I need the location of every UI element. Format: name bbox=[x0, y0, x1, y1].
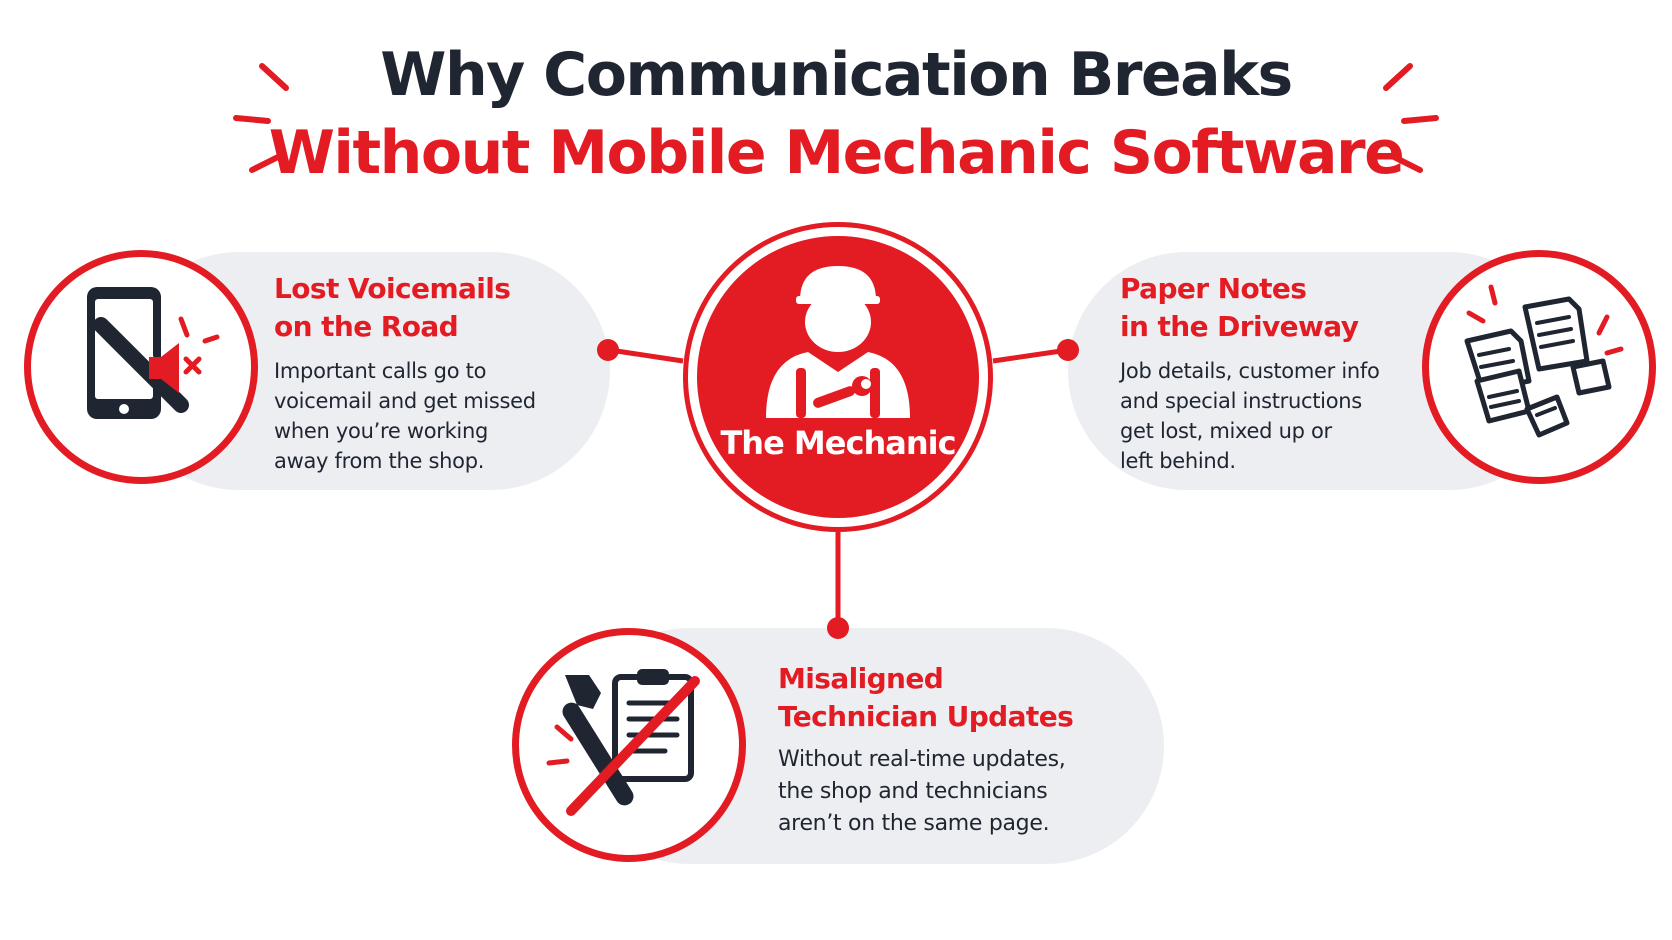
card-right-body-line-4: left behind. bbox=[1120, 449, 1236, 473]
muted-phone-icon bbox=[87, 287, 220, 419]
card-bottom-body-line-3: aren’t on the same page. bbox=[778, 811, 1050, 836]
card-right-heading-line-1: Paper Notes bbox=[1120, 272, 1307, 305]
card-right-body-line-3: get lost, mixed up or bbox=[1120, 419, 1332, 443]
card-right-heading: Paper Notes in the Driveway bbox=[1120, 270, 1359, 346]
burst-mark-left-top bbox=[259, 63, 289, 91]
card-left-body-line-2: voicemail and get missed bbox=[274, 389, 536, 413]
icon-circle-left bbox=[24, 250, 258, 484]
card-bottom-heading: Misaligned Technician Updates bbox=[778, 660, 1074, 736]
card-right-body-line-2: and special instructions bbox=[1120, 389, 1362, 413]
paper-notes-icon bbox=[1464, 284, 1624, 438]
card-left-heading-line-1: Lost Voicemails bbox=[274, 272, 511, 305]
card-left-heading-line-2: on the Road bbox=[274, 310, 459, 343]
card-bottom-heading-line-1: Misaligned bbox=[778, 662, 944, 695]
burst-mark-right-mid bbox=[1401, 115, 1439, 124]
card-left-heading: Lost Voicemails on the Road bbox=[274, 270, 511, 346]
card-bottom-body-line-2: the shop and technicians bbox=[778, 779, 1048, 804]
wrench-clipboard-crossed-icon bbox=[546, 669, 700, 816]
card-bottom-body: Without real-time updates, the shop and … bbox=[778, 744, 1066, 840]
connector-dot-right bbox=[1057, 339, 1079, 361]
card-left-body-line-3: when you’re working bbox=[274, 419, 489, 443]
hub-label: The Mechanic bbox=[720, 424, 956, 462]
card-bottom-body-line-1: Without real-time updates, bbox=[778, 747, 1066, 772]
burst-mark-right-top bbox=[1383, 63, 1413, 91]
connector-right bbox=[992, 347, 1069, 364]
card-right-heading-line-2: in the Driveway bbox=[1120, 310, 1359, 343]
connector-left bbox=[609, 347, 684, 364]
connector-dot-left bbox=[597, 339, 619, 361]
burst-mark-left-bottom bbox=[249, 153, 283, 173]
title-line-1: Why Communication Breaks bbox=[380, 40, 1293, 110]
title-line-2: Without Mobile Mechanic Software bbox=[268, 118, 1405, 188]
card-left-body: Important calls go to voicemail and get … bbox=[274, 356, 536, 476]
card-left-body-line-4: away from the shop. bbox=[274, 449, 485, 473]
connector-dot-bottom bbox=[827, 617, 849, 639]
burst-mark-right-bottom bbox=[1389, 153, 1423, 173]
icon-circle-right bbox=[1422, 250, 1656, 484]
card-right-body-line-1: Job details, customer info bbox=[1120, 359, 1380, 383]
burst-mark-left-mid bbox=[233, 115, 271, 124]
card-bottom-heading-line-2: Technician Updates bbox=[778, 700, 1074, 733]
icon-circle-bottom bbox=[512, 628, 746, 862]
card-right-body: Job details, customer info and special i… bbox=[1120, 356, 1380, 476]
card-left-body-line-1: Important calls go to bbox=[274, 359, 487, 383]
